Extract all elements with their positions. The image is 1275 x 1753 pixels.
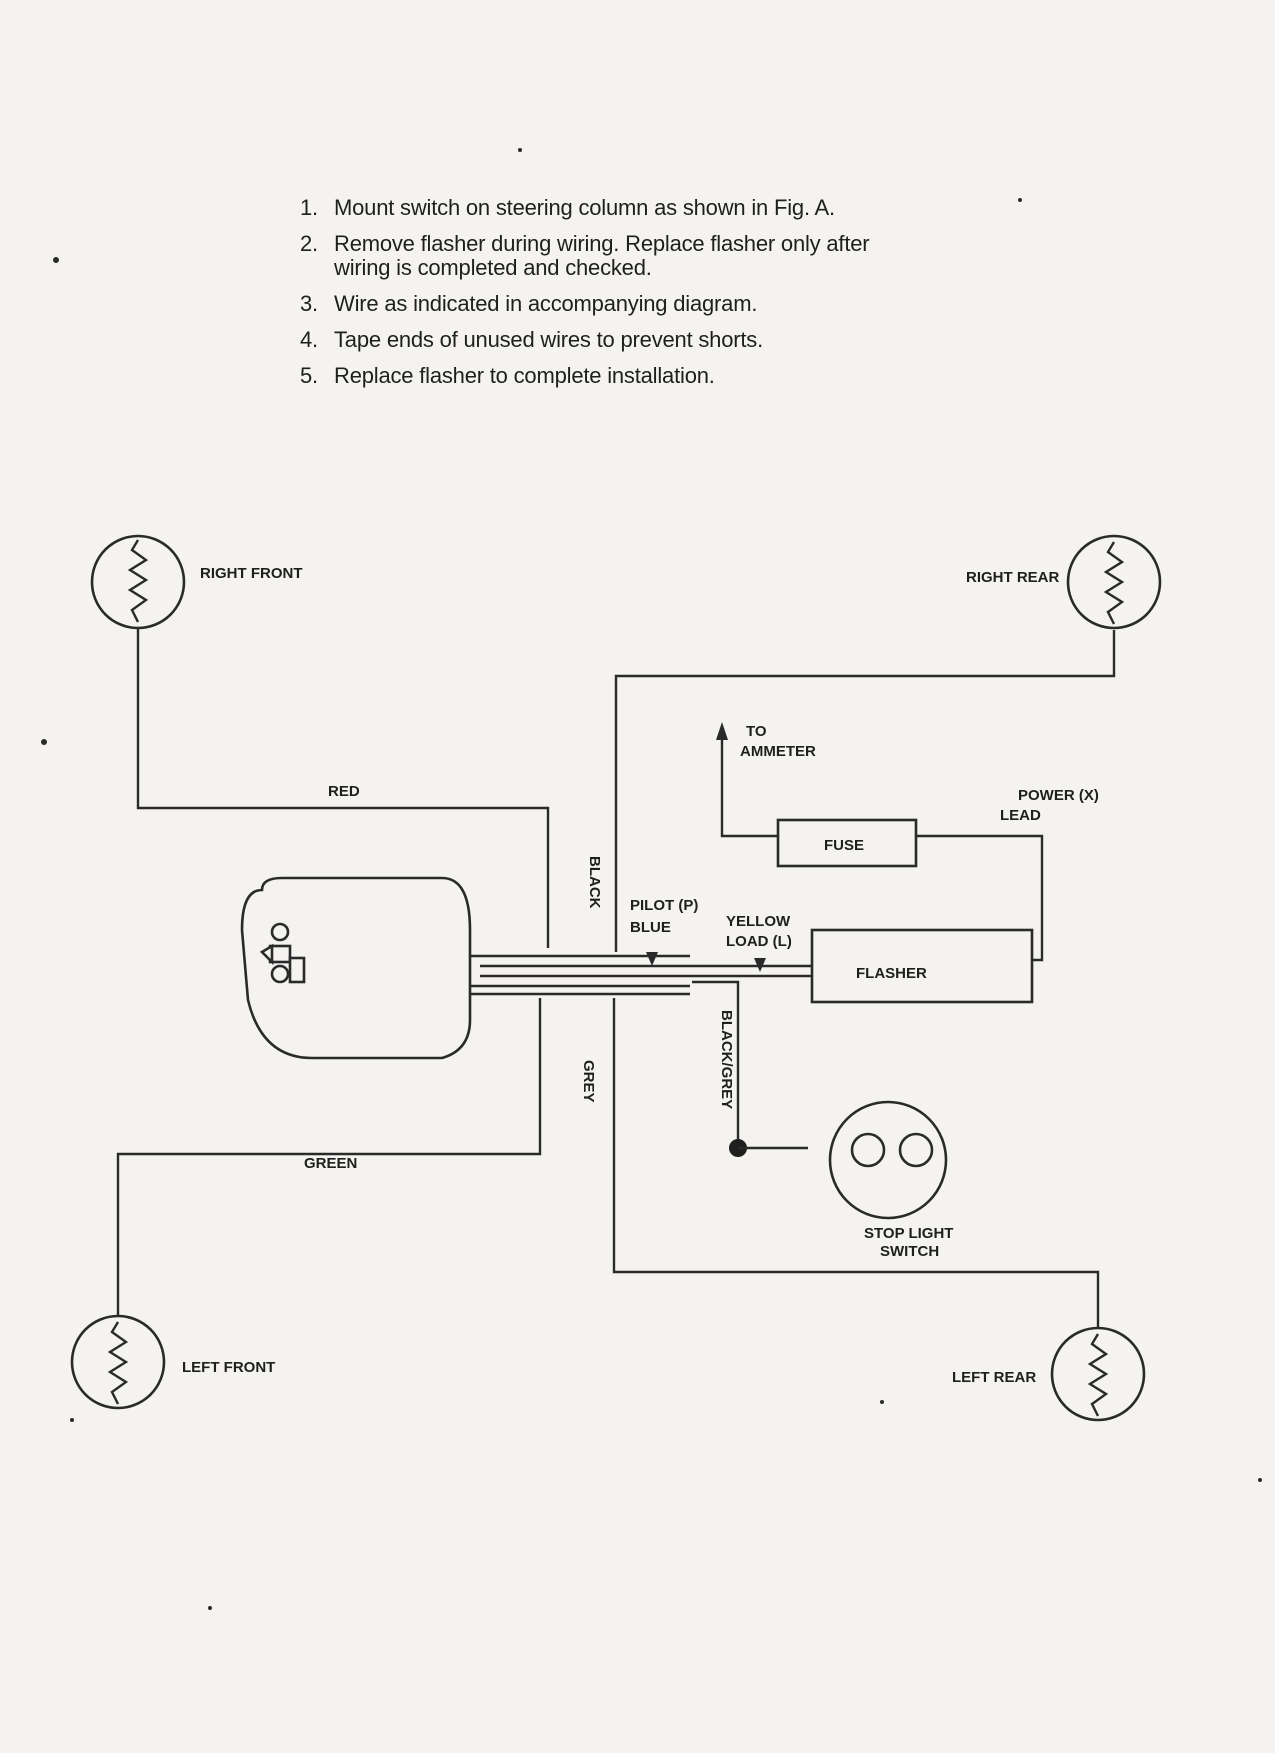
arrow-down-icon <box>754 958 766 972</box>
instruction-number: 3. <box>300 291 318 316</box>
instruction-text: Remove flasher during wiring. Replace fl… <box>334 231 870 280</box>
stop-light-switch-label-line2: SWITCH <box>880 1243 939 1260</box>
flasher-label: FLASHER <box>856 965 927 982</box>
grey-wire <box>612 998 1100 1328</box>
grey-wire-label: GREY <box>580 1060 597 1103</box>
black-wire-label: BLACK <box>586 856 603 909</box>
instruction-list: 1. Mount switch on steering column as sh… <box>300 196 1060 400</box>
right-front-label: RIGHT FRONT <box>200 565 303 582</box>
power-terminal-label: POWER (X) <box>1018 787 1099 804</box>
right-rear-lamp <box>1066 534 1162 630</box>
red-wire <box>136 628 550 948</box>
left-rear-label: LEFT REAR <box>952 1369 1036 1386</box>
fuse-box <box>776 818 918 868</box>
instruction-number: 5. <box>300 363 318 388</box>
load-terminal-label: LOAD (L) <box>726 933 792 950</box>
bulb-icon <box>1050 1326 1146 1422</box>
switch-terminal-icon <box>270 964 290 984</box>
turn-signal-switch <box>240 876 472 1060</box>
instruction-text: Wire as indicated in accompanying diagra… <box>334 291 758 316</box>
black-wire <box>614 630 1116 952</box>
yellow-wire-label: YELLOW <box>726 913 791 930</box>
arrow-down-icon <box>646 952 658 966</box>
black-grey-wire-label: BLACK/GREY <box>718 1010 735 1109</box>
instruction-item: 5. Replace flasher to complete installat… <box>300 364 1060 388</box>
switch-terminal-icon <box>270 922 290 942</box>
switch-terminal-icon <box>898 1132 934 1168</box>
switch-terminal-icon <box>288 956 306 984</box>
instruction-item: 2. Remove flasher during wiring. Replace… <box>300 232 1060 280</box>
instruction-number: 4. <box>300 327 318 352</box>
switch-lever-icon <box>259 943 274 966</box>
arrow-up-icon <box>716 722 728 740</box>
instruction-text: Mount switch on steering column as shown… <box>334 195 835 220</box>
stop-light-switch-label: STOP LIGHT <box>864 1225 953 1242</box>
bulb-icon <box>70 1314 166 1410</box>
instruction-text: Replace flasher to complete installation… <box>334 363 715 388</box>
green-wire-label: GREEN <box>304 1155 357 1172</box>
switch-terminal-icon <box>850 1132 886 1168</box>
left-front-label: LEFT FRONT <box>182 1359 275 1376</box>
instruction-text: Tape ends of unused wires to prevent sho… <box>334 327 764 352</box>
instruction-number: 2. <box>300 231 318 256</box>
instruction-item: 4. Tape ends of unused wires to prevent … <box>300 328 1060 352</box>
stop-light-switch <box>828 1100 948 1220</box>
ammeter-wire <box>720 730 777 838</box>
red-wire-label: RED <box>328 783 360 800</box>
black-grey-wire <box>692 980 740 1148</box>
pilot-terminal-label: PILOT (P) <box>630 897 698 914</box>
ammeter-label: AMMETER <box>740 743 816 760</box>
left-front-lamp <box>70 1314 166 1410</box>
bulb-icon <box>1066 534 1162 630</box>
to-label: TO <box>746 723 767 740</box>
instruction-item: 3. Wire as indicated in accompanying dia… <box>300 292 1060 316</box>
right-rear-label: RIGHT REAR <box>966 569 1060 586</box>
instruction-number: 1. <box>300 195 318 220</box>
green-wire <box>116 998 542 1316</box>
left-rear-lamp <box>1050 1326 1146 1422</box>
flasher-box <box>810 928 1034 1004</box>
fuse-label: FUSE <box>824 837 864 854</box>
instruction-item: 1. Mount switch on steering column as sh… <box>300 196 1060 220</box>
lead-label: LEAD <box>1000 807 1041 824</box>
bulb-icon <box>90 534 186 630</box>
right-front-lamp <box>90 534 186 630</box>
blue-wire-label: BLUE <box>630 919 671 936</box>
power-lead-wire <box>916 834 1044 962</box>
